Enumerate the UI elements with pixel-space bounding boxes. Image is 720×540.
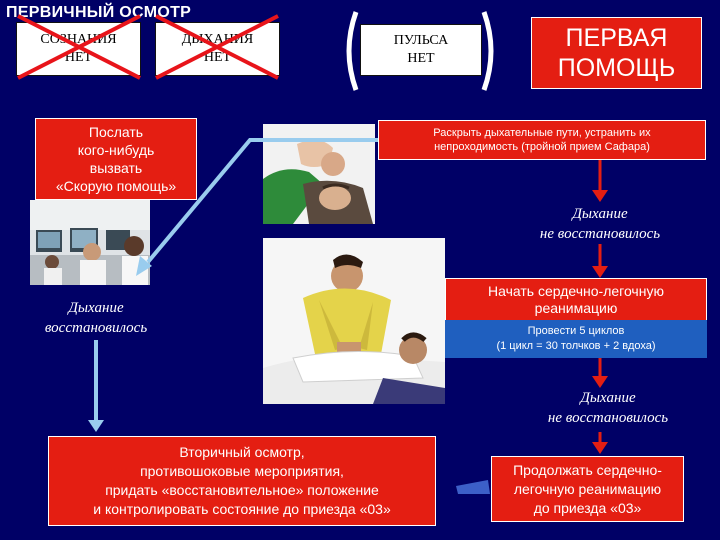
pulse-brackets [346,11,494,91]
call-line4: «Скорую помощь» [55,178,177,194]
continue-line3: до приезда «03» [533,499,642,516]
airway-box: Раскрыть дыхательные пути, устранить их … [378,120,706,160]
cycles-line1: Провести 5 циклов [527,325,625,337]
check-pulse-line2: НЕТ [407,51,435,66]
no-breath-1-line2: не восстановилось [539,226,661,242]
check-breathing-line2: НЕТ [203,50,232,65]
arrow-nobreath-to-cpr [592,244,608,278]
cross-mark-consciousness [17,14,141,80]
no-breath-1-line1: Дыхание [572,206,628,222]
no-breath-label-1: Дыхание не восстановилось [520,204,680,244]
check-pulse-line1: ПУЛЬСА [393,33,449,48]
airway-line1: Раскрыть дыхательные пути, устранить их [433,127,651,139]
secondary-exam-box: Вторичный осмотр, противошоковые меропри… [48,436,436,526]
arrow-airway-to-restored [136,138,378,276]
breath-restored-line1: Дыхание [68,300,124,316]
secondary-line2: противошоковые мероприятия, [140,463,344,479]
breath-restored-line2: восстановилось [44,320,148,336]
cpr-start-line2: реанимацию [534,300,618,316]
cpr-start-line1: Начать сердечно-легочную [488,283,664,299]
no-breath-label-2: Дыхание не восстановилось [528,388,688,428]
first-aid-line1: ПЕРВАЯ [565,24,668,52]
secondary-line4: и контролировать состояние до приезда «0… [93,501,391,517]
call-line1: Послать [88,124,144,140]
secondary-line3: придать «восстановительное» положение [105,482,379,498]
no-breath-2-line1: Дыхание [580,390,636,406]
call-ambulance-box: Послать кого-нибудь вызвать «Скорую помо… [35,118,197,200]
continue-cpr-box: Продолжать сердечно- легочную реанимацию… [491,456,684,522]
call-center-photo [30,200,150,285]
first-aid-line2: ПОМОЩЬ [557,54,676,82]
call-line2: кого-нибудь [77,142,155,158]
cycles-box: Провести 5 циклов (1 цикл = 30 толчков +… [445,320,707,358]
first-aid-header: ПЕРВАЯ ПОМОЩЬ [531,17,702,89]
cross-mark-breathing [155,14,279,80]
continue-line2: легочную реанимацию [513,480,662,497]
check-pulse: ПУЛЬСА НЕТ [360,24,482,76]
call-line3: вызвать [89,160,143,176]
page-title: ПЕРВИЧНЫЙ ОСМОТР [6,4,192,21]
arrow-cycles-to-nobreath [592,358,608,388]
cycles-line2: (1 цикл = 30 толчков + 2 вдоха) [496,340,656,352]
no-breath-2-line2: не восстановилось [547,410,669,426]
arrow-nobreath-to-continue [592,432,608,454]
cpr-photo [263,238,445,404]
airway-line2: непроходимость (тройной прием Сафара) [434,141,650,153]
cpr-start-box: Начать сердечно-легочную реанимацию [445,278,707,321]
continue-line1: Продолжать сердечно- [513,461,662,478]
check-consciousness-line2: НЕТ [64,50,93,65]
blue-accent-shape [456,480,490,494]
arrow-airway-to-nobreath [592,160,608,202]
breath-restored-label: Дыхание восстановилось [36,298,156,338]
arrow-restored-to-secondary [88,340,104,432]
secondary-line1: Вторичный осмотр, [179,444,305,460]
